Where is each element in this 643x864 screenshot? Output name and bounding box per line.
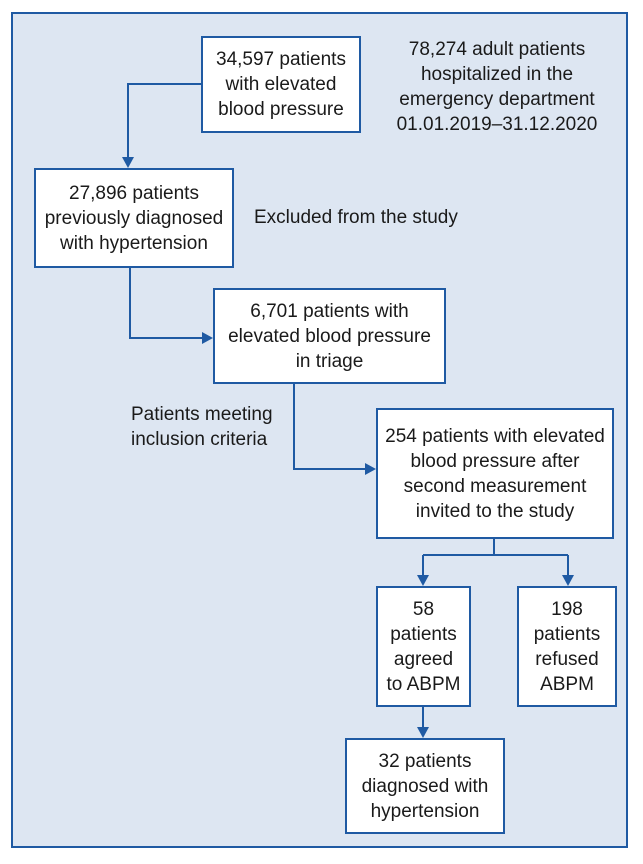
note-source-population: 78,274 adult patients hospitalized in th… <box>396 39 598 135</box>
node-refused-abpm: 198 patients refused ABPM <box>517 586 617 707</box>
node-previously-diagnosed: 27,896 patients previously diagnosed wit… <box>34 168 234 268</box>
arrow-elevated-to-previously-diagnosed <box>127 83 201 158</box>
arrowhead-triage <box>202 332 213 344</box>
arrow-triage-to-after-second <box>293 384 366 470</box>
note-excluded: Excluded from the study <box>254 207 458 228</box>
node-elevated-triage: 6,701 patients with elevated blood press… <box>213 288 446 384</box>
arrow-previously-diagnosed-to-triage <box>129 268 203 339</box>
node-elevated-bp: 34,597 patients with elevated blood pres… <box>201 36 361 133</box>
arrowhead-after-second <box>365 463 376 475</box>
note-inclusion-criteria: Patients meeting inclusion criteria <box>131 404 273 450</box>
node-agreed-abpm: 58 patients agreed to ABPM <box>376 586 471 707</box>
node-after-second-measurement: 254 patients with elevated blood pressur… <box>376 408 614 539</box>
arrowhead-diagnosed <box>417 727 429 738</box>
arrowhead-refused <box>562 575 574 586</box>
arrowhead-agreed <box>417 575 429 586</box>
node-diagnosed-hypertension: 32 patients diagnosed with hypertension <box>345 738 505 834</box>
arrowhead-previously-diagnosed <box>122 157 134 168</box>
